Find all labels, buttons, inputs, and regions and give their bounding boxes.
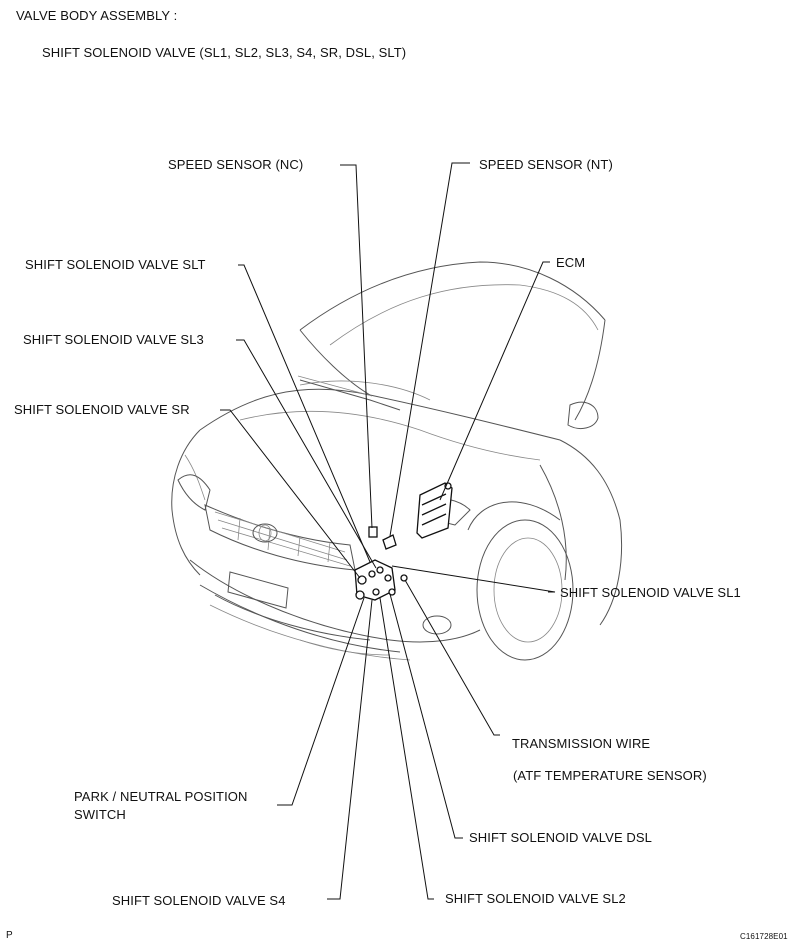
label-park-neutral-position: PARK / NEUTRAL POSITION bbox=[74, 789, 248, 804]
label-shift-solenoid-sl3: SHIFT SOLENOID VALVE SL3 bbox=[23, 332, 204, 347]
label-shift-solenoid-s4: SHIFT SOLENOID VALVE S4 bbox=[112, 893, 286, 908]
label-shift-solenoid-sl1: SHIFT SOLENOID VALVE SL1 bbox=[560, 585, 741, 600]
label-shift-solenoid-sl2: SHIFT SOLENOID VALVE SL2 bbox=[445, 891, 626, 906]
label-shift-solenoid-slt: SHIFT SOLENOID VALVE SLT bbox=[25, 257, 206, 272]
leader-lines bbox=[220, 162, 556, 900]
label-shift-solenoid-dsl: SHIFT SOLENOID VALVE DSL bbox=[469, 830, 653, 845]
label-switch: SWITCH bbox=[74, 807, 126, 822]
component-markers bbox=[354, 482, 453, 601]
label-transmission-wire: TRANSMISSION WIRE bbox=[512, 736, 651, 751]
header-title: VALVE BODY ASSEMBLY : bbox=[16, 8, 178, 23]
figure-code: C161728E01 bbox=[740, 932, 788, 941]
label-speed-sensor-nc: SPEED SENSOR (NC) bbox=[168, 157, 304, 172]
car-outline bbox=[171, 261, 623, 661]
footer-mark: P bbox=[6, 930, 13, 941]
label-speed-sensor-nt: SPEED SENSOR (NT) bbox=[479, 157, 613, 172]
label-atf-temperature-sensor: (ATF TEMPERATURE SENSOR) bbox=[513, 768, 707, 783]
label-shift-solenoid-sr: SHIFT SOLENOID VALVE SR bbox=[14, 402, 190, 417]
header-subtitle: SHIFT SOLENOID VALVE (SL1, SL2, SL3, S4,… bbox=[42, 45, 407, 60]
label-ecm: ECM bbox=[556, 255, 586, 270]
